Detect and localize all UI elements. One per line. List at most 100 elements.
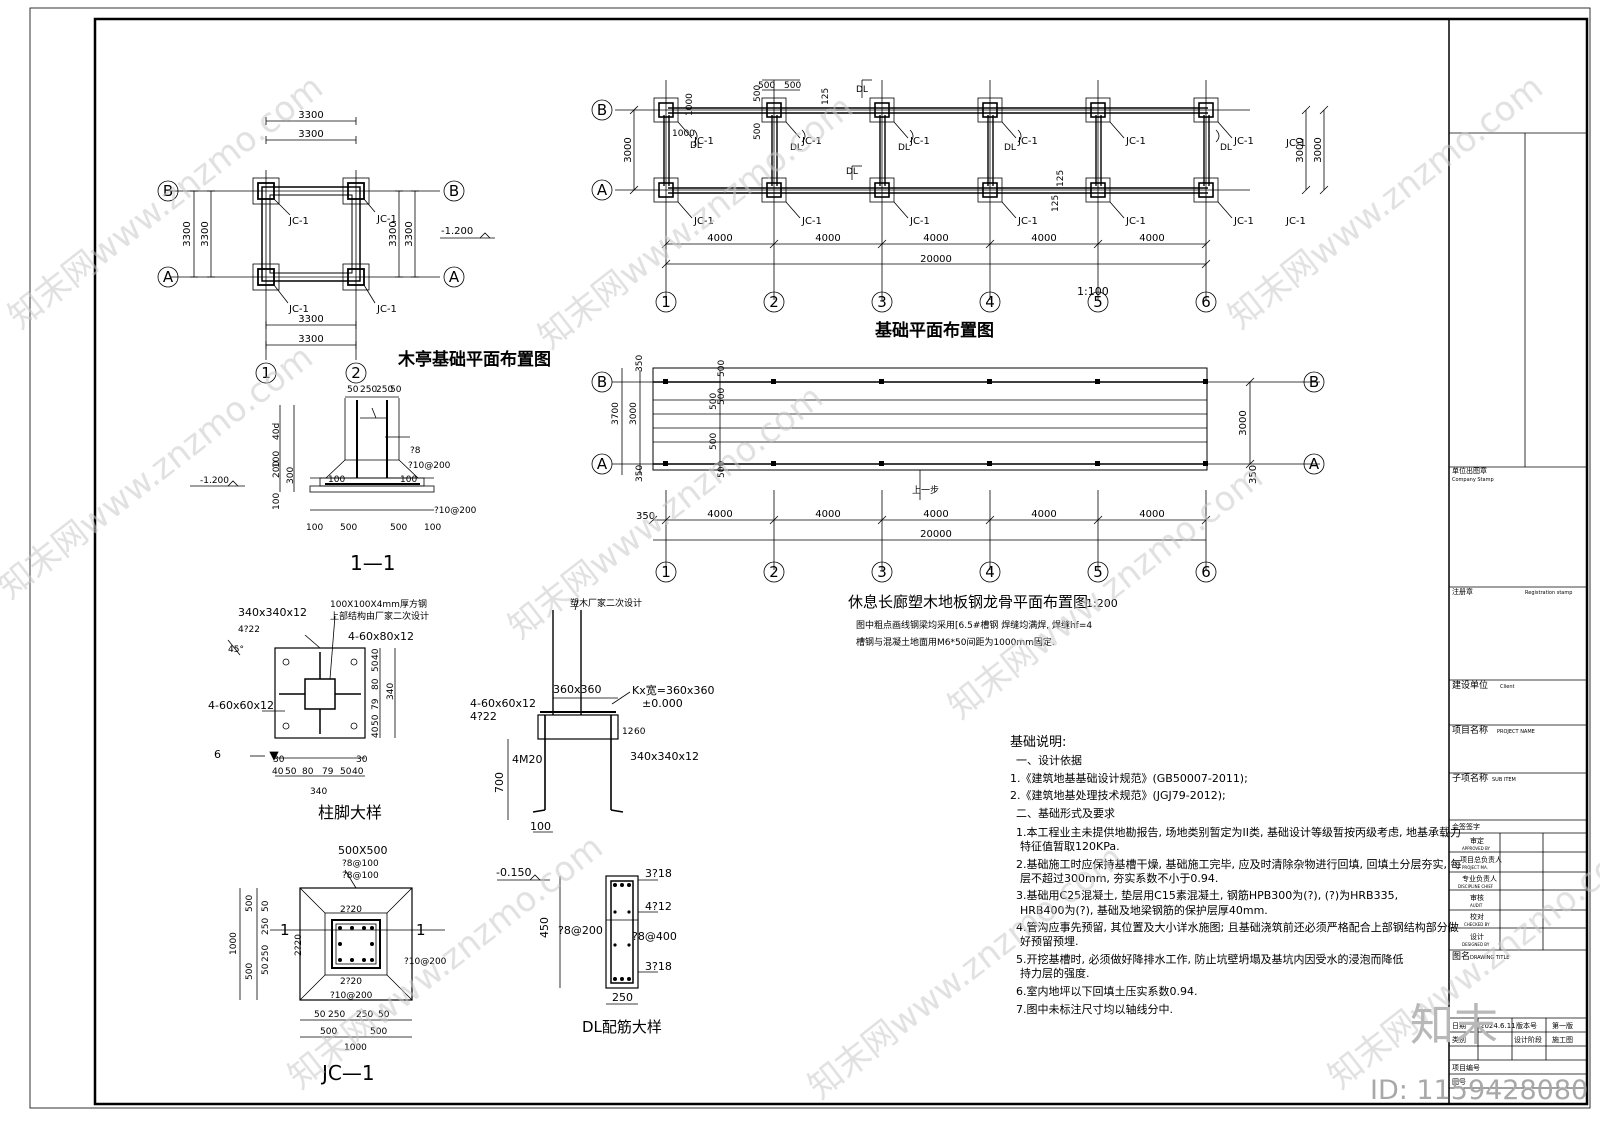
fp-jc: JC-1 bbox=[1233, 136, 1254, 147]
cb-plate: 340x340x12 bbox=[238, 606, 307, 619]
pav-jc-label: JC-1 bbox=[376, 304, 397, 315]
jc1-ldim: 250 bbox=[261, 945, 271, 962]
cs-stiff: 4-60x60x12 bbox=[470, 697, 536, 710]
tb-unit: 单位出图章 bbox=[1452, 466, 1487, 475]
s11-vert: 300 bbox=[286, 467, 296, 484]
fp-total: 20000 bbox=[920, 254, 952, 265]
tb-client: 建设单位 bbox=[1452, 679, 1488, 691]
tb-client-en: Client bbox=[1500, 684, 1515, 690]
deck-title: 休息长廊塑木地板钢龙骨平面布置图 bbox=[848, 593, 1088, 611]
cs-depth: 700 bbox=[493, 772, 506, 793]
fp-jc: JC-1 bbox=[693, 216, 714, 227]
fp-dim-125a: 125 bbox=[821, 88, 831, 105]
tb-date: 日期 bbox=[1452, 1022, 1466, 1030]
fp-axis-4: 4 bbox=[985, 293, 995, 311]
jc1-total: 1000 bbox=[344, 1043, 367, 1053]
s11-side: 100 bbox=[328, 475, 345, 485]
cb-tube: 100X100X4mm厚方钢 bbox=[330, 598, 427, 610]
cb-rdim: 50 bbox=[371, 660, 381, 672]
tb-unit-en: Company Stamp bbox=[1452, 477, 1494, 483]
tb-phase: 设计阶段 bbox=[1514, 1035, 1542, 1044]
outer-border bbox=[29, 7, 1591, 1109]
pav-jc-label: JC-1 bbox=[288, 304, 309, 315]
jc1-top: 500X500 bbox=[338, 844, 388, 857]
tb-pno: 项目编号 bbox=[1452, 1063, 1480, 1072]
deck-dim-inner: 500 bbox=[709, 393, 719, 410]
dl-stir2: ?8@400 bbox=[632, 930, 677, 943]
tb-approved-en: APPROVED BY bbox=[1462, 846, 1491, 851]
notes-heading: 基础说明: bbox=[1010, 735, 1066, 750]
fp-span: 4000 bbox=[815, 233, 840, 244]
pavilion-title: 木亭基础平面布置图 bbox=[397, 349, 551, 370]
jc1-bdim: 50 bbox=[378, 1010, 390, 1020]
watermark-id: ID: 1159428080 bbox=[1370, 1075, 1588, 1106]
cb-bdim: 80 bbox=[302, 767, 314, 777]
dl-bot: 3?18 bbox=[645, 960, 672, 973]
fp-jc: JC-1 bbox=[1017, 216, 1038, 227]
deck-note-1: 图中粗点画线钢梁均采用[6.5#槽钢 焊缝均满焊, 焊缝hf=4 bbox=[856, 619, 1092, 631]
tb-prof-en: DISCIPLINE CHIEF bbox=[1458, 884, 1494, 889]
dl-w: 250 bbox=[612, 991, 633, 1004]
cb-tube2: 上部结构由厂家二次设计 bbox=[330, 610, 429, 622]
pav-dim-right1: 3300 bbox=[388, 221, 399, 246]
cb-small: 30 bbox=[356, 755, 368, 765]
s11-side: 100 bbox=[400, 475, 417, 485]
cs-kx: Kx宽=360x360 bbox=[632, 683, 714, 697]
watermark-text: 知末网www.znzmo.com bbox=[1221, 67, 1551, 337]
section-1-1 bbox=[190, 396, 435, 511]
fp-dl: DL bbox=[1004, 143, 1016, 153]
watermark-text: 知末网www.znzmo.com bbox=[501, 377, 831, 647]
jc1-rebar-dots bbox=[338, 926, 374, 962]
s11-bar: ?8 bbox=[410, 446, 421, 456]
cs-hook: 100 bbox=[530, 820, 551, 833]
tb-date-val: 2024.6.11 bbox=[1480, 1022, 1516, 1030]
jc1-bdim: 250 bbox=[356, 1010, 373, 1020]
cs-elev: ±0.000 bbox=[642, 697, 683, 710]
jc1-cut: 1 bbox=[280, 921, 290, 939]
cb-btotal: 340 bbox=[310, 787, 327, 797]
cb-rdim: 40 bbox=[371, 726, 381, 738]
fp-dl: DL bbox=[1220, 143, 1232, 153]
s11-vert: 200 bbox=[272, 461, 282, 478]
dl-detail bbox=[497, 874, 658, 1005]
fp-jc: JC-1 bbox=[801, 216, 822, 227]
deck-span: 4000 bbox=[815, 509, 840, 520]
deck-dim-inner: 500 bbox=[709, 433, 719, 450]
cb-stiff1: 4-60x80x12 bbox=[348, 630, 414, 643]
tb-audit-en: AUDIT bbox=[1470, 903, 1483, 908]
cb-rtotal: 340 bbox=[386, 683, 396, 700]
jc1-ldim: 50 bbox=[261, 963, 271, 975]
cb-rdim: 40 bbox=[371, 648, 381, 660]
jc1-b4: ?10@200 bbox=[404, 957, 447, 967]
fp-jc: JC-1 bbox=[1285, 216, 1306, 227]
jc1-bdim2: 500 bbox=[370, 1027, 387, 1037]
deck-axis-3: 3 bbox=[877, 563, 887, 581]
jc1-bar: ?8@100 bbox=[342, 859, 379, 869]
notes-p3a: 3.基础用C25混凝土, 垫层用C15素混凝土, 钢筋HPB300为(?), (… bbox=[1016, 888, 1398, 902]
pav-jc-label: JC-1 bbox=[376, 214, 397, 225]
tb-sub: 子项名称 bbox=[1452, 772, 1488, 784]
cb-bdim: 50 bbox=[340, 767, 352, 777]
notes-p1b: 特征值暂取120KPa. bbox=[1020, 839, 1120, 853]
jc1-b3: 2?20 bbox=[340, 977, 362, 987]
dl-top: 3?18 bbox=[645, 867, 672, 880]
deck-dim-inner: 500 bbox=[717, 388, 727, 405]
notes-s1: 一、设计依据 bbox=[1016, 753, 1082, 767]
tb-design-en: DESIGNED BY bbox=[1462, 942, 1490, 947]
tb-ver: 版本号 bbox=[1516, 1021, 1537, 1030]
cb-bdim: 40 bbox=[352, 767, 364, 777]
notes-p3b: HRB400为(?), 基础及地梁钢筋的保护层厚40mm. bbox=[1020, 903, 1268, 917]
deck-span: 4000 bbox=[707, 509, 732, 520]
fp-dim-500b: 500 bbox=[758, 81, 775, 91]
pav-axis-a-right: A bbox=[449, 268, 460, 286]
deck-span: 4000 bbox=[923, 509, 948, 520]
fp-dim-500c: 500 bbox=[753, 85, 763, 102]
tb-project: 项目名称 bbox=[1452, 724, 1488, 736]
jc1-ldim: 250 bbox=[261, 918, 271, 935]
fp-dim-125b: 125 bbox=[1056, 170, 1066, 187]
notes-p5a: 5.开挖基槽时, 必须做好降排水工作, 防止坑壁坍塌及基坑内因受水的浸泡而降低 bbox=[1016, 952, 1403, 966]
fp-span: 4000 bbox=[923, 233, 948, 244]
tb-pm: 项目总负责人 bbox=[1460, 855, 1502, 864]
pav-dim-left2: 3300 bbox=[200, 221, 211, 246]
